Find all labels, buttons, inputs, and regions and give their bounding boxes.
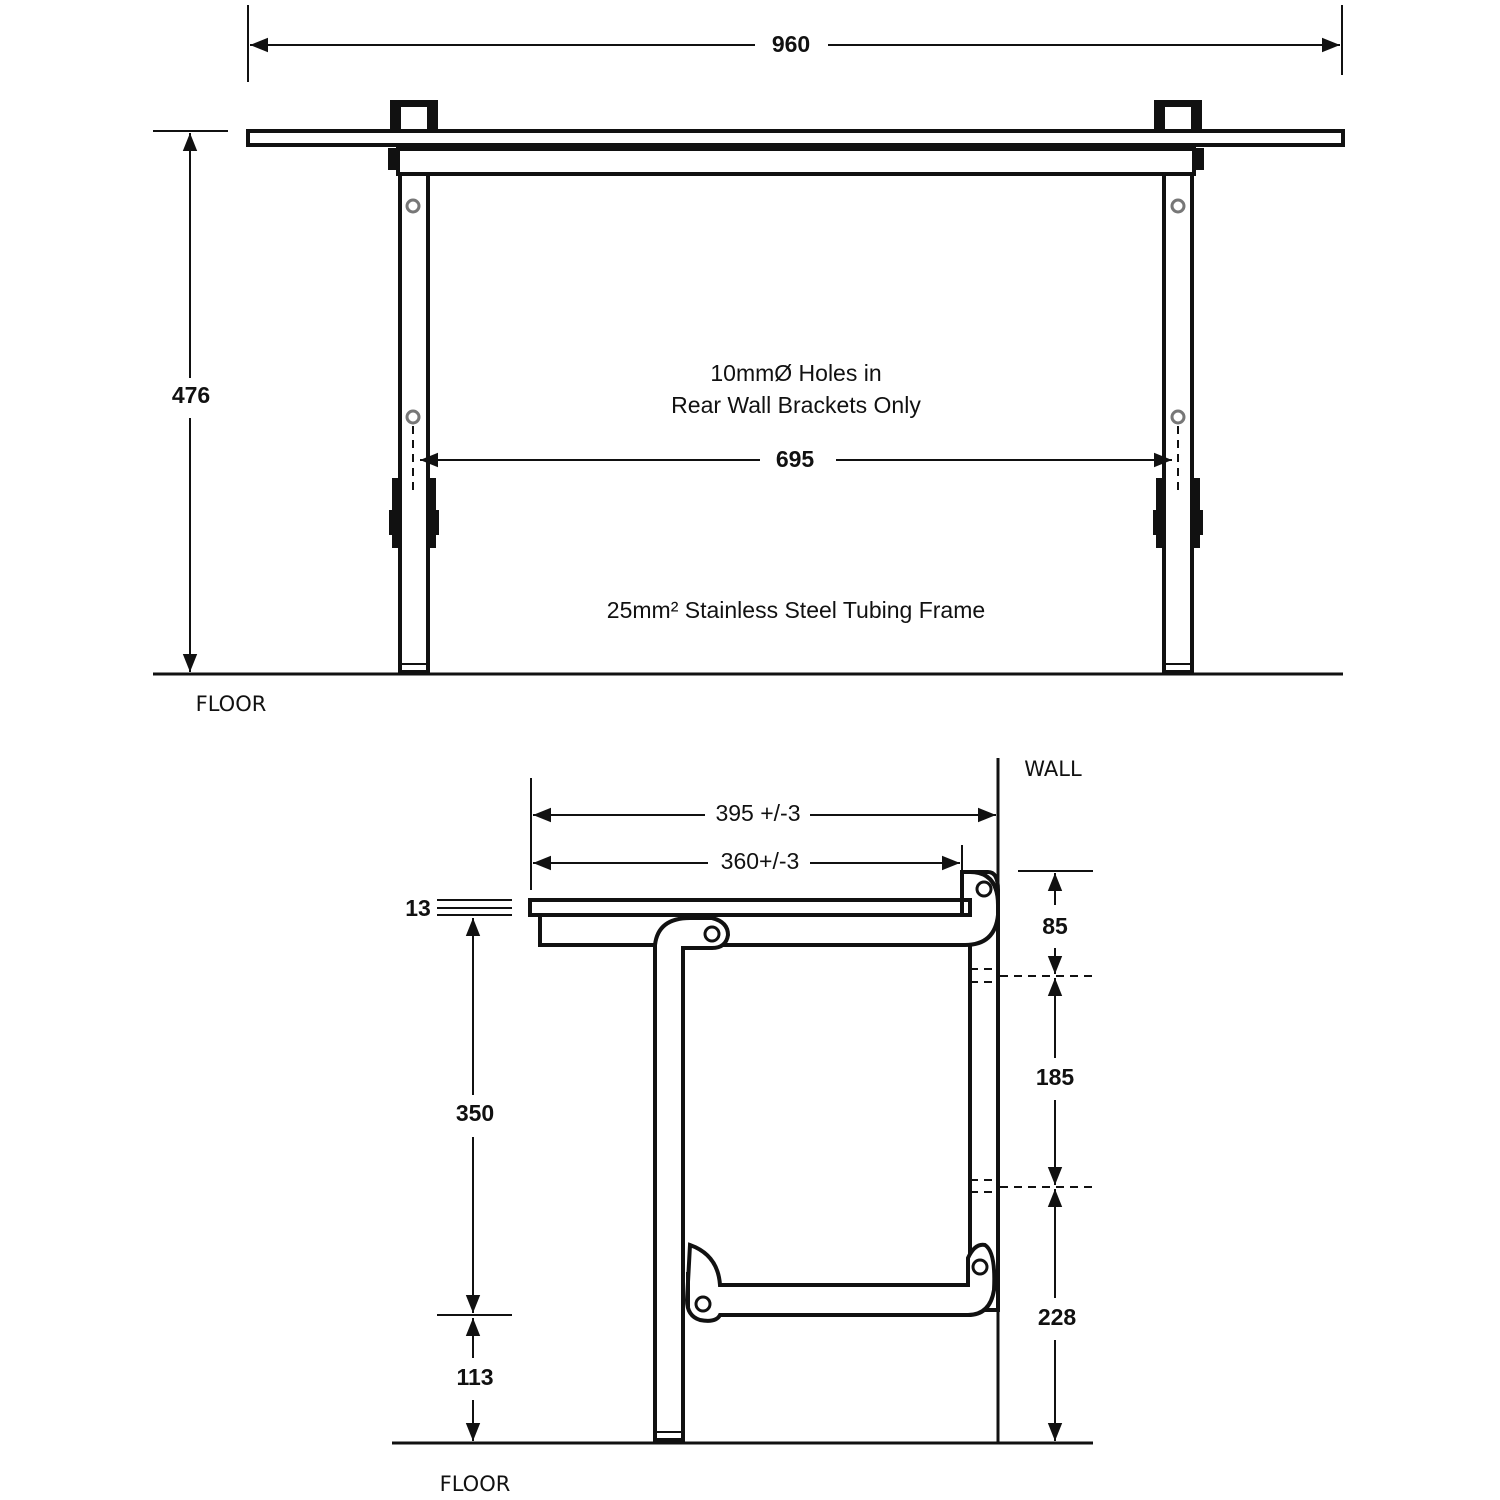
bottom-dimension: 113 xyxy=(456,1364,493,1390)
floor-label: FLOOR xyxy=(196,692,267,716)
side-view: WALL FLOOR 395 +/-3 360+/-3 xyxy=(392,757,1093,1496)
height-dimension: 476 xyxy=(172,382,210,408)
wall-bracket-left xyxy=(389,478,439,548)
wall-bracket-right xyxy=(1153,478,1203,548)
mounting-hole xyxy=(1170,409,1186,425)
frame-rail xyxy=(396,147,1196,176)
frame-note: 25mm² Stainless Steel Tubing Frame xyxy=(607,597,985,623)
wall-label: WALL xyxy=(1024,757,1082,781)
top-bracket-dimension: 85 xyxy=(1042,913,1068,939)
mounting-hole xyxy=(405,198,421,214)
lower-dimension: 228 xyxy=(1038,1304,1077,1330)
seat-thickness-dimension: 13 xyxy=(405,895,431,921)
seat-top xyxy=(246,129,1345,147)
seat-height-dimension: 350 xyxy=(456,1100,494,1126)
depth-outer-dimension: 395 +/-3 xyxy=(715,800,800,826)
seat-slab xyxy=(528,898,964,917)
front-leg xyxy=(653,916,731,1442)
front-view: 960 FLOOR 476 xyxy=(153,5,1345,716)
mounting-hole xyxy=(405,409,421,425)
hole-spacing-dimension: 185 xyxy=(1036,1064,1075,1090)
mounting-hole xyxy=(1170,198,1186,214)
seat-rail xyxy=(538,870,1000,947)
floor-label: FLOOR xyxy=(440,1472,511,1496)
hole-note: 10mmØ Holes in xyxy=(710,360,881,386)
width-dimension: 960 xyxy=(772,31,810,57)
inner-width-dimension: 695 xyxy=(776,446,815,472)
depth-seat-dimension: 360+/-3 xyxy=(721,848,800,874)
hole-note: Rear Wall Brackets Only xyxy=(671,392,921,418)
lower-brace xyxy=(684,1242,997,1323)
